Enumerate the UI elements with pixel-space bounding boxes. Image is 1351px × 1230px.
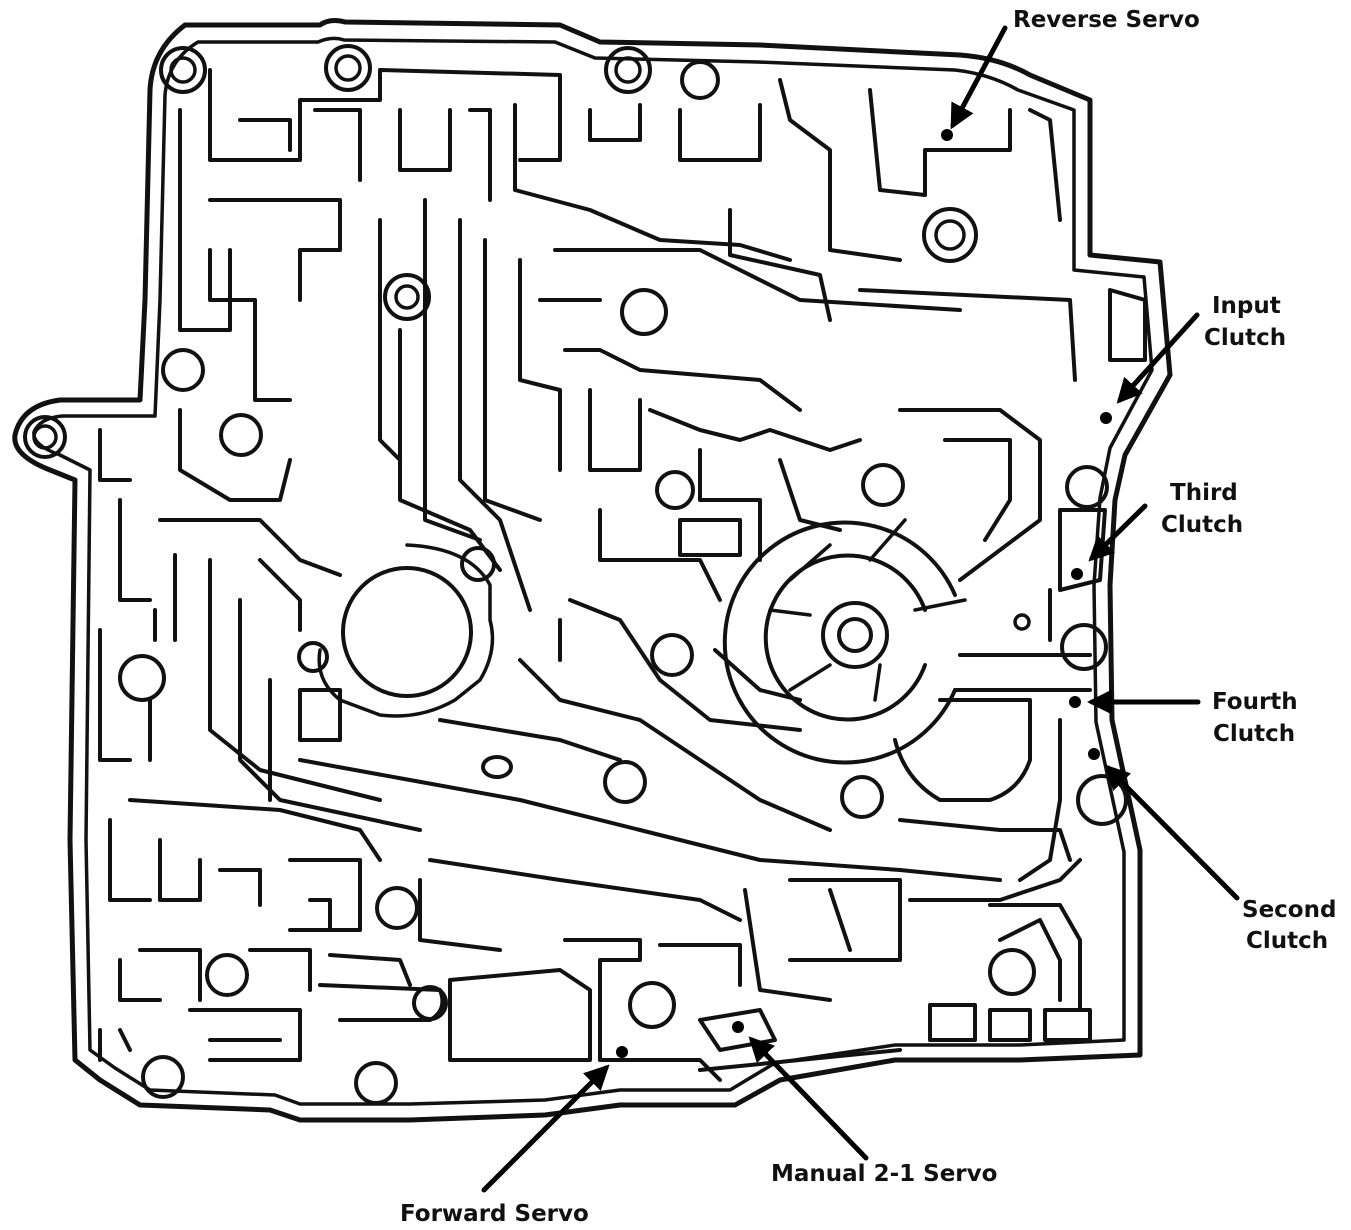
bolt-hole — [161, 348, 205, 392]
third-clutch-marker — [1071, 503, 1148, 580]
label-fourth-clutch-line1: Fourth — [1212, 689, 1298, 715]
bolt-hole — [383, 273, 431, 321]
bolt-hole — [628, 981, 676, 1029]
bolt-hole — [205, 953, 249, 997]
bolt-hole — [219, 413, 263, 457]
bolt-hole — [1065, 465, 1109, 509]
bolt-hole — [655, 470, 695, 510]
fluid-passages — [98, 68, 1147, 1082]
bolt-hole — [375, 886, 419, 930]
label-input-clutch-line2: Clutch — [1204, 325, 1286, 351]
bolt-hole — [23, 415, 67, 459]
bolt-hole — [988, 948, 1036, 996]
bolt-hole — [1060, 623, 1108, 671]
bolt-hole — [620, 288, 668, 336]
callout-markers — [481, 25, 1240, 1193]
manual-21-servo-marker — [732, 1021, 869, 1161]
bolt-hole — [922, 207, 978, 263]
label-forward-servo: Forward Servo — [400, 1201, 589, 1227]
bolt-hole — [297, 641, 329, 673]
bolt-hole — [481, 755, 513, 779]
bolt-holes — [23, 44, 1128, 1105]
label-third-clutch-line2: Clutch — [1161, 512, 1243, 538]
bolt-hole — [604, 46, 652, 94]
fourth-clutch-marker — [1069, 689, 1201, 715]
label-third-clutch-line1: Third — [1170, 480, 1238, 506]
reverse-servo-marker — [941, 25, 1008, 141]
callout-labels: Reverse Servo Input Clutch Third Clutch … — [400, 7, 1336, 1227]
second-clutch-marker — [1088, 748, 1240, 901]
label-input-clutch-line1: Input — [1212, 293, 1281, 319]
label-manual-21-servo: Manual 2-1 Servo — [771, 1161, 997, 1187]
bolt-hole — [1076, 774, 1128, 826]
bolt-hole — [141, 1055, 185, 1099]
label-second-clutch-line1: Second — [1242, 897, 1336, 923]
bolt-hole — [603, 760, 647, 804]
input-clutch-marker — [1100, 312, 1200, 424]
center-hub — [722, 518, 1092, 802]
bolt-hole — [861, 463, 905, 507]
bolt-hole — [354, 1061, 398, 1105]
bolt-hole — [324, 44, 372, 92]
label-reverse-servo: Reverse Servo — [1013, 7, 1200, 33]
plate-outline — [12, 18, 1173, 1123]
bolt-hole — [680, 60, 720, 100]
bolt-hole — [650, 633, 694, 677]
bolt-hole — [840, 775, 884, 819]
forward-servo-marker — [481, 1046, 628, 1193]
bolt-hole — [1013, 613, 1031, 631]
main-bore — [317, 543, 495, 718]
bolt-hole — [159, 46, 207, 94]
label-fourth-clutch-line2: Clutch — [1213, 721, 1295, 747]
bolt-hole — [118, 654, 166, 702]
label-second-clutch-line2: Clutch — [1246, 928, 1328, 954]
